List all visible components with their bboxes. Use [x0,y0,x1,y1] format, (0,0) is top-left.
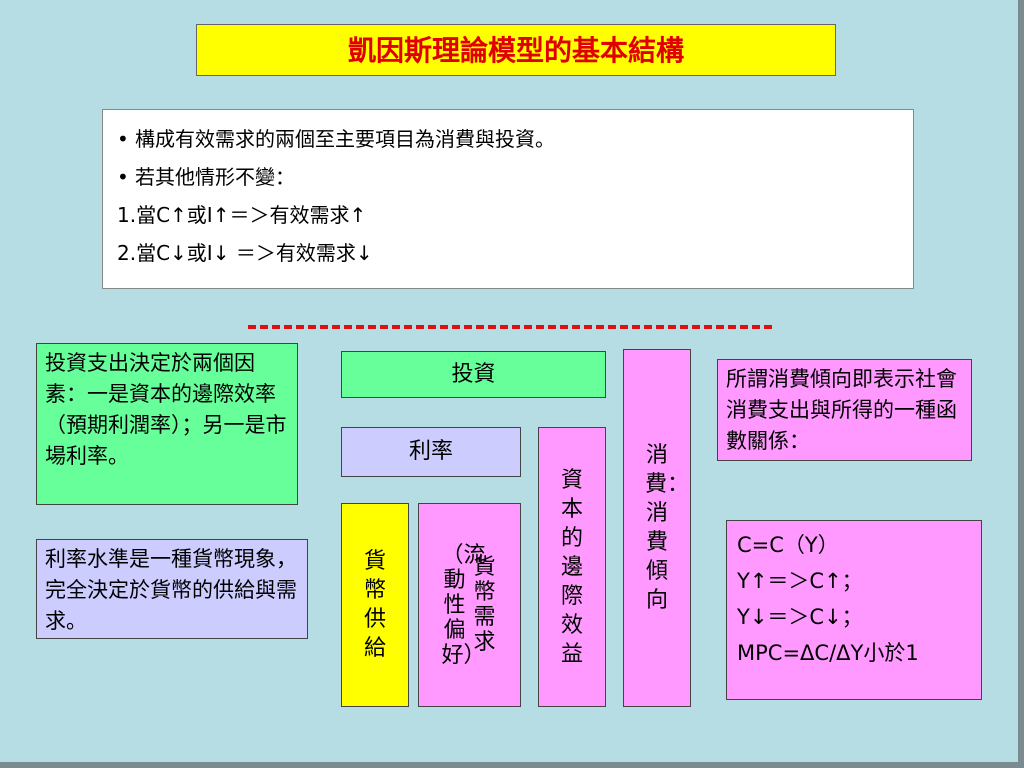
investment-note: 投資支出決定於兩個因素：一是資本的邊際效率（預期利潤率）；另一是市場利率。 [36,343,298,505]
summary-bullet-2-text: 若其他情形不變： [135,165,295,189]
formula-line-2: Y↑＝＞C↑； [737,569,863,593]
summary-bullet-1-text: 構成有效需求的兩個至主要項目為消費與投資。 [135,127,555,151]
bullet-mark: • [117,165,129,189]
propensity-note: 所謂消費傾向即表示社會消費支出與所得的一種函數關係： [717,359,972,461]
summary-bullet-2: •若其他情形不變： [117,158,913,196]
money-supply-label: 貨幣供給 [363,549,386,661]
consumption-box: 消費：消費傾向 [623,349,691,707]
dashed-divider [248,325,772,329]
formula-line-3: Y↓＝＞C↓； [737,605,863,629]
formula-line-4: MPC=ΔC/ΔY小於1 [737,641,919,665]
summary-box: •構成有效需求的兩個至主要項目為消費與投資。 •若其他情形不變： 1.當C↑或I… [102,109,914,289]
interest-rate-note: 利率水準是一種貨幣現象，完全決定於貨幣的供給與需求。 [36,539,308,639]
summary-rule-2: 2.當C↓或I↓ ＝＞有效需求↓ [117,241,373,265]
interest-rate-box: 利率 [341,427,521,477]
summary-bullet-1: •構成有效需求的兩個至主要項目為消費與投資。 [117,120,913,158]
consumption-label: 消費：消費傾向 [645,443,690,613]
money-demand-box: 貨幣需求 （流動性偏好） [418,503,521,707]
money-demand-label: 貨幣需求 [473,555,496,655]
money-supply-box: 貨幣供給 [341,503,409,707]
slide-title: 凱因斯理論模型的基本結構 [196,24,836,76]
marginal-efficiency-label: 資本的邊際效益 [560,467,583,667]
liquidity-preference-label: （流動性偏好） [441,542,486,668]
marginal-efficiency-box: 資本的邊際效益 [538,427,606,707]
formula-line-1: C=C（Y） [737,533,839,557]
consumption-formula-box: C=C（Y） Y↑＝＞C↑； Y↓＝＞C↓； MPC=ΔC/ΔY小於1 [726,520,982,700]
summary-rule-1: 1.當C↑或I↑＝＞有效需求↑ [117,203,367,227]
bullet-mark: • [117,127,129,151]
investment-box: 投資 [341,351,606,398]
